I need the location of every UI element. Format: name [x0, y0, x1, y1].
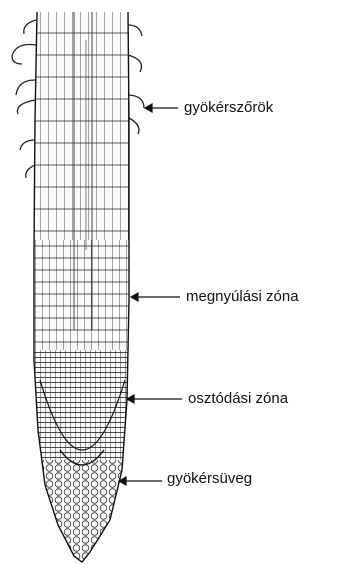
label-root-cap: gyökérsüveg [167, 470, 252, 488]
label-root-hairs: gyökérszőrök [184, 99, 273, 117]
elongation-zone-cells [30, 0, 135, 240]
root-cap-cells [30, 460, 135, 564]
label-elongation-zone: megnyúlási zóna [186, 288, 299, 306]
label-division-zone: osztódási zóna [188, 390, 288, 408]
division-zone-cells [30, 350, 135, 460]
